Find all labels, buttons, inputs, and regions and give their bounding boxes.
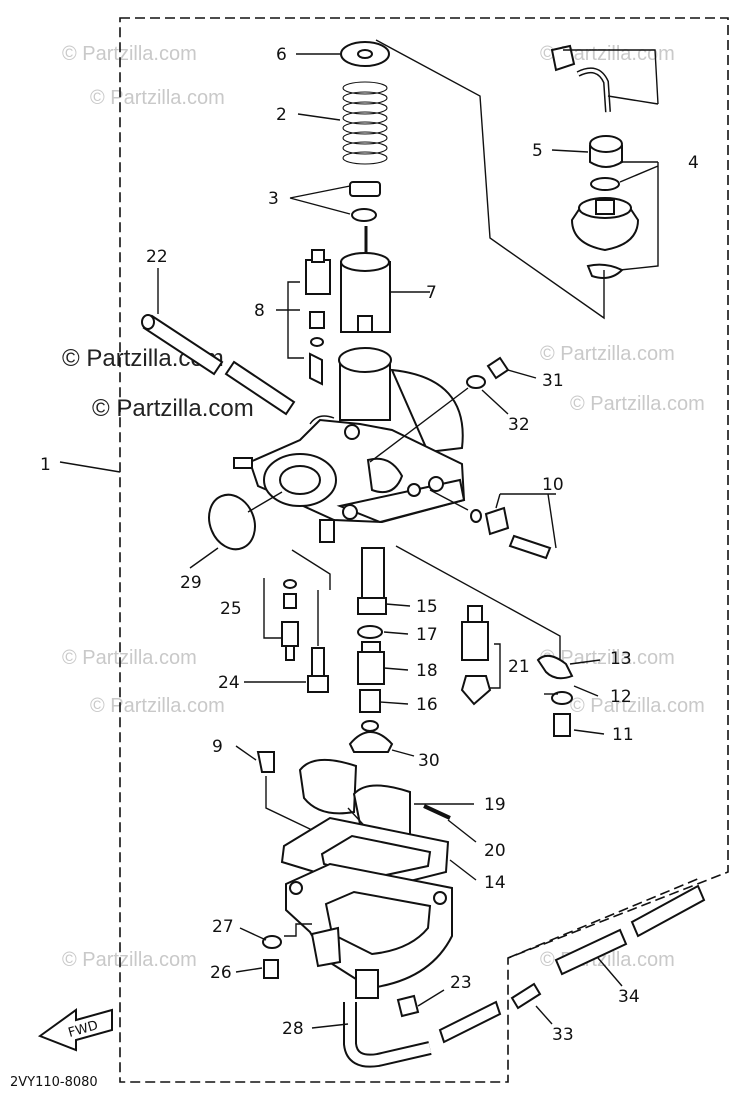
- diagram-code: 2VY110-8080: [10, 1075, 98, 1090]
- part-6-washer: [340, 41, 390, 67]
- part-15-needle-jet: [357, 547, 387, 615]
- part-30-baffle: [348, 720, 394, 753]
- part-33-hose-fitting: [510, 982, 542, 1010]
- callout-5[interactable]: 5: [532, 141, 543, 161]
- callout-33[interactable]: 33: [552, 1025, 574, 1045]
- watermark-featured: © Partzilla.com: [92, 395, 254, 422]
- callout-20[interactable]: 20: [484, 841, 506, 861]
- callout-6[interactable]: 6: [276, 45, 287, 65]
- callout-23[interactable]: 23: [450, 973, 472, 993]
- watermark: © Partzilla.com: [570, 393, 705, 415]
- part-27-washer: [262, 923, 312, 949]
- callout-15[interactable]: 15: [416, 597, 438, 617]
- watermark: © Partzilla.com: [90, 87, 225, 109]
- watermarks: © Partzilla.com © Partzilla.com © Partzi…: [62, 43, 705, 971]
- part-18-main-jet-holder: [357, 641, 385, 685]
- callout-28[interactable]: 28: [282, 1019, 304, 1039]
- boundary-hose-branch: [507, 877, 701, 959]
- callout-24[interactable]: 24: [218, 673, 240, 693]
- part-21-starter-plunger: [460, 605, 501, 706]
- callout-25[interactable]: 25: [220, 599, 242, 619]
- part-10-idle-screw-set: [470, 493, 557, 560]
- part-26-drain-screw: [263, 959, 279, 979]
- leader-5: [551, 149, 589, 153]
- fwd-arrow-icon: FWD: [37, 1008, 113, 1052]
- watermark: © Partzilla.com: [62, 949, 197, 971]
- part-23-screw: [396, 989, 445, 1018]
- callout-31[interactable]: 31: [542, 371, 564, 391]
- callout-34[interactable]: 34: [618, 987, 640, 1007]
- part-11-screw: [553, 713, 571, 737]
- part-25-air-screw-set: [263, 549, 331, 661]
- callout-12[interactable]: 12: [610, 687, 632, 707]
- part-13-bracket: [395, 545, 574, 680]
- watermark: © Partzilla.com: [90, 695, 225, 717]
- callout-30[interactable]: 30: [418, 751, 440, 771]
- leader-slide-group: [375, 39, 605, 320]
- part-32-washer: [466, 375, 509, 415]
- callout-11[interactable]: 11: [612, 725, 634, 745]
- watermark: © Partzilla.com: [62, 647, 197, 669]
- callout-21[interactable]: 21: [508, 657, 530, 677]
- part-28-drain-hose: [343, 1000, 502, 1068]
- callout-8[interactable]: 8: [254, 301, 265, 321]
- part-7-throttle-slide: [340, 226, 391, 333]
- part-9-screw: [256, 751, 313, 831]
- callout-18[interactable]: 18: [416, 661, 438, 681]
- callout-1[interactable]: 1: [40, 455, 51, 475]
- leader-3: [289, 185, 351, 215]
- leader-2: [297, 113, 341, 121]
- part-12-washer: [551, 691, 573, 705]
- callouts: 1 2 3 4 5 6 7 8 9 10 11 12 13 14 15 16 1…: [40, 45, 699, 1045]
- callout-16[interactable]: 16: [416, 695, 438, 715]
- callout-22[interactable]: 22: [146, 247, 168, 267]
- callout-26[interactable]: 26: [210, 963, 232, 983]
- callout-19[interactable]: 19: [484, 795, 506, 815]
- watermark: © Partzilla.com: [62, 43, 197, 65]
- part-17-o-ring: [357, 625, 383, 639]
- callout-4[interactable]: 4: [688, 153, 699, 173]
- callout-27[interactable]: 27: [212, 917, 234, 937]
- leader-body-diag: [369, 387, 469, 463]
- part-16-main-jet: [359, 689, 381, 713]
- part-31-screw: [486, 356, 537, 380]
- part-34-overflow-hose: [554, 884, 706, 976]
- watermark: © Partzilla.com: [540, 343, 675, 365]
- part-2-throttle-spring: [342, 81, 388, 165]
- callout-32[interactable]: 32: [508, 415, 530, 435]
- callout-13[interactable]: 13: [610, 649, 632, 669]
- leaders: [235, 603, 623, 1029]
- float-bowl: [285, 862, 453, 999]
- part-22-vent-tube: [141, 314, 296, 416]
- callout-29[interactable]: 29: [180, 573, 202, 593]
- leader-1: [59, 461, 121, 473]
- part-4-cap-assembly: [550, 44, 659, 279]
- part-3-needle-clip: [349, 181, 381, 222]
- watermark: © Partzilla.com: [570, 695, 705, 717]
- callout-3[interactable]: 3: [268, 189, 279, 209]
- callout-14[interactable]: 14: [484, 873, 506, 893]
- part-8-pilot-screw-set: [287, 249, 331, 386]
- callout-9[interactable]: 9: [212, 737, 223, 757]
- part-20-float-pin: [423, 804, 451, 820]
- callout-17[interactable]: 17: [416, 625, 438, 645]
- callout-2[interactable]: 2: [276, 105, 287, 125]
- callout-10[interactable]: 10: [542, 475, 564, 495]
- part-29-o-ring: [189, 491, 283, 569]
- carburetor-body: [233, 347, 466, 543]
- callout-7[interactable]: 7: [426, 283, 437, 303]
- part-24-pilot-jet: [307, 590, 329, 693]
- leader-10-body: [429, 489, 469, 511]
